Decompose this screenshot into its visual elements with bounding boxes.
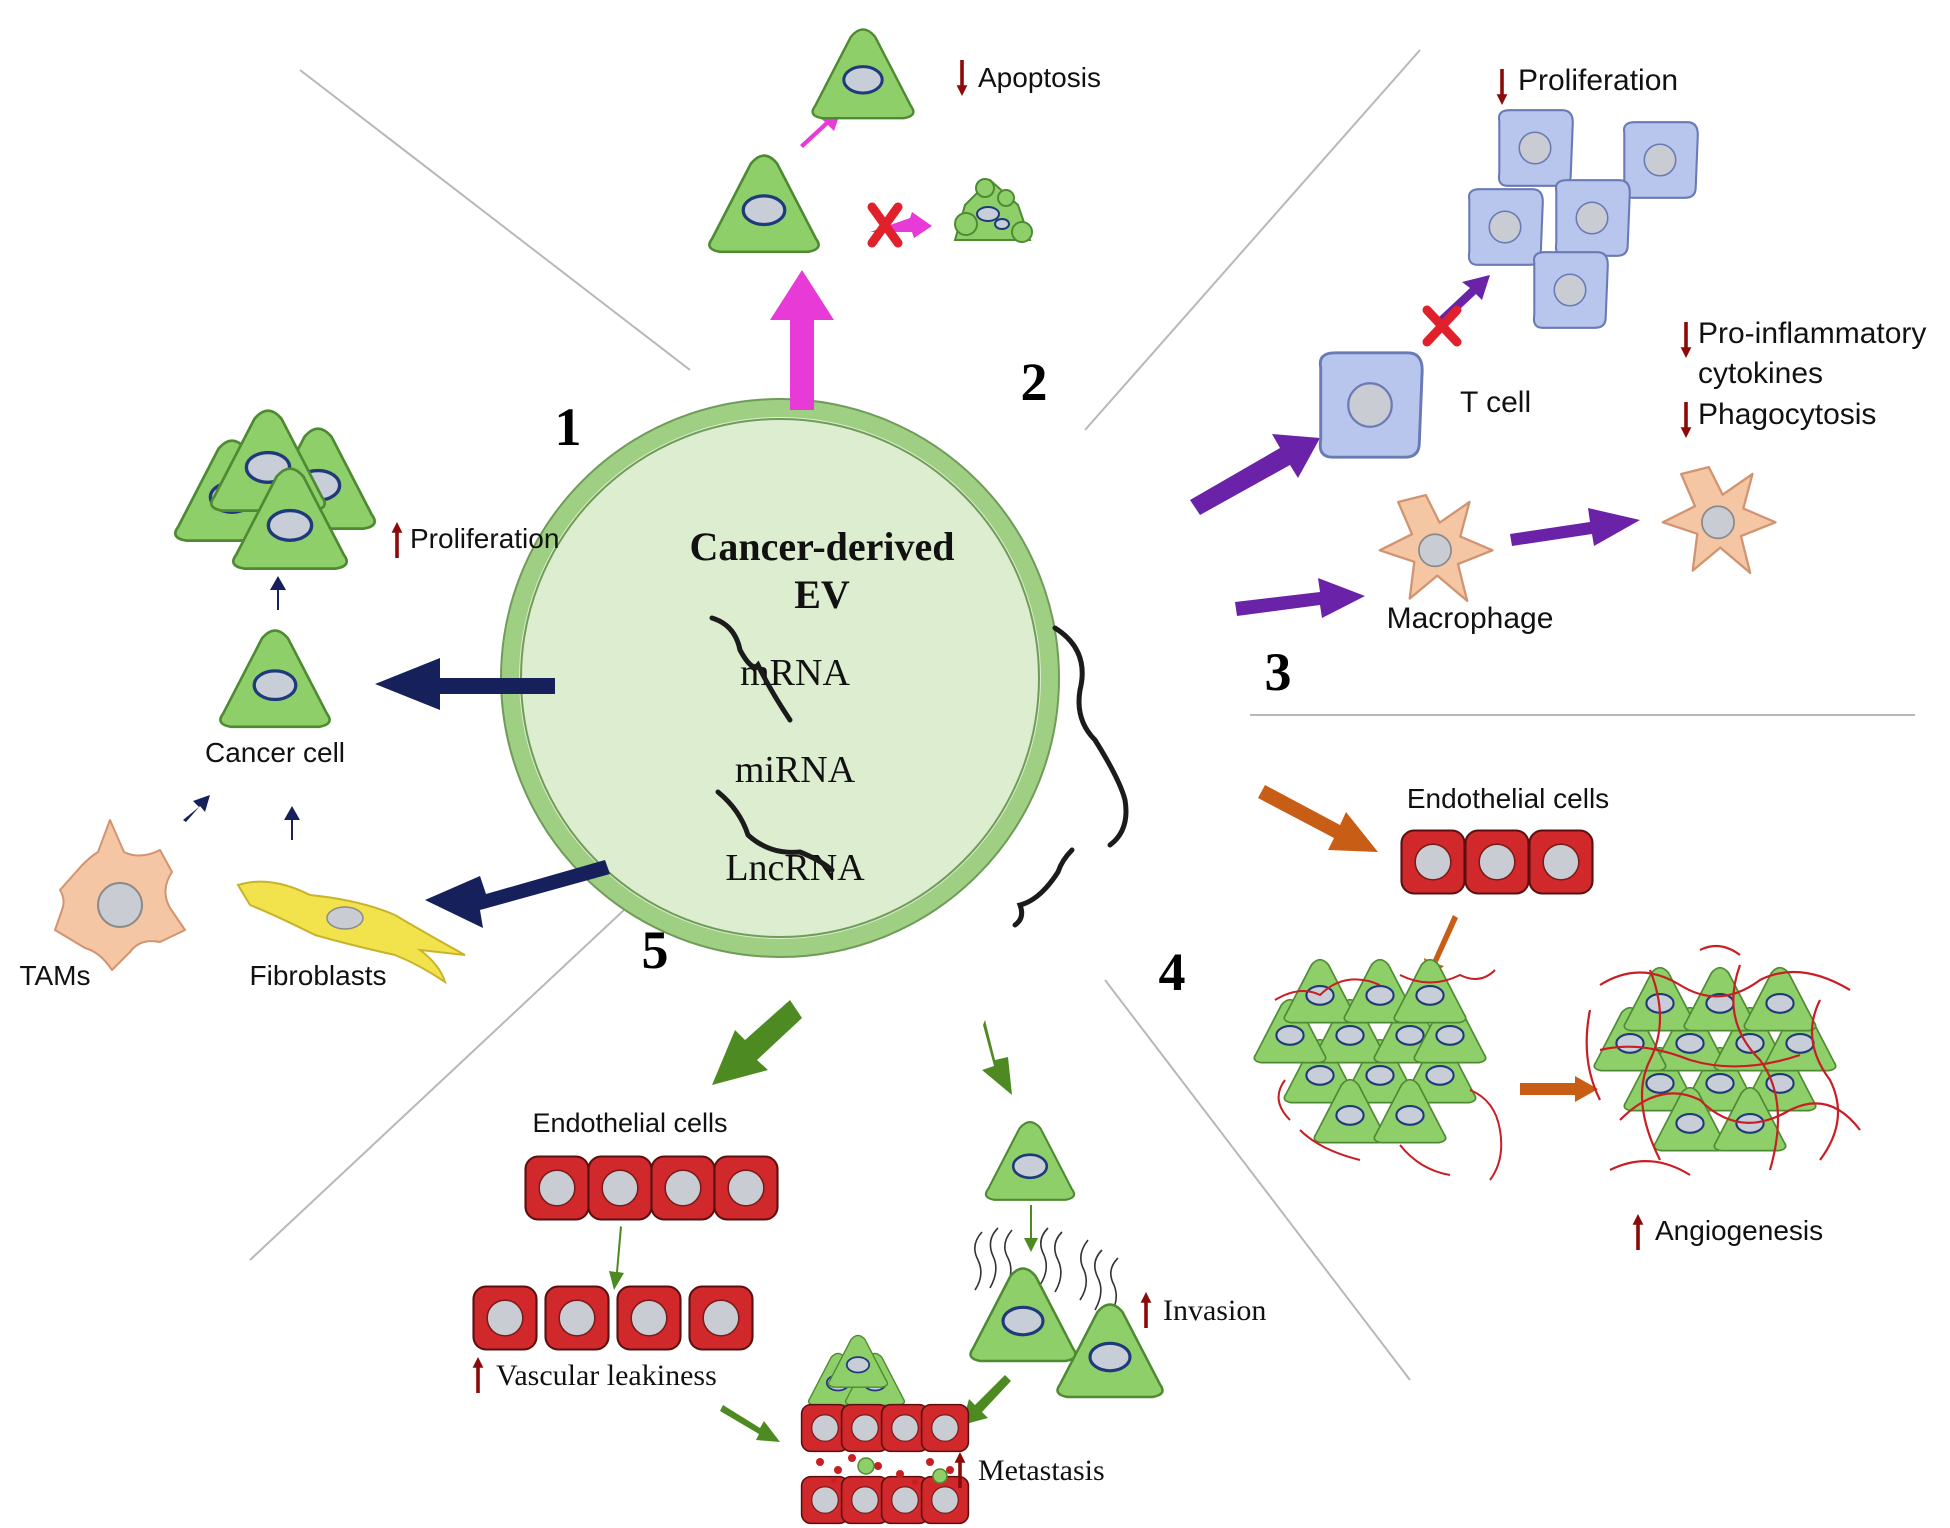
viable-cancer-cell [811,27,915,120]
tam-nucleus [97,882,143,928]
section-1: 1 Proliferation Cancer cell TAMs Fibrobl… [19,397,610,991]
cancer-cell-label: Cancer cell [205,737,345,768]
endothelial-cell-5d [713,1155,779,1221]
endothelial-label-4: Endothelial cells [1407,783,1609,814]
metastasis-site [800,1334,970,1525]
cytokines-down-indicator [1680,322,1692,358]
endothelial-label-5: Endothelial cells [532,1108,727,1138]
arrow-ev-to-endothelial [1258,785,1378,852]
tumor-mass-before [1253,958,1487,1144]
invasion-up-indicator [1140,1292,1152,1328]
proliferation-up-indicator [391,522,403,558]
t-cell-2 [1622,121,1699,199]
arrow-ev-to-macrophage [1235,578,1365,618]
cancer-cell [218,628,332,729]
section-3: 3 Proliferation T cell Pro-inflammatory … [1190,64,1926,702]
pro-inflammatory-label: Pro-inflammatory [1698,317,1926,350]
t-cell-3 [1467,188,1544,266]
cancer-derived-ev: Cancer-derived EV mRNA miRNA LncRNA [500,398,1129,958]
arrow-ev-to-stroma [425,860,610,928]
arrow-ev-to-endothelial-5 [712,1000,802,1085]
cancer-cell-up-arrow [270,576,286,610]
dense-vessels [1585,944,1861,1176]
apoptosis-down-indicator [956,60,968,96]
invasion-label: Invasion [1163,1294,1266,1327]
tcell-proliferation-down-indicator [1496,69,1508,105]
arrow-ev-to-cancer-cell [375,658,555,710]
t-cell-1 [1497,109,1574,187]
endothelial-cell-4c [1528,829,1594,895]
endothelial-cell-4a [1400,829,1466,895]
endothelial-cell-4b [1464,829,1530,895]
section-number-2: 2 [1021,352,1048,412]
ev-title-line2: EV [794,572,850,617]
fibroblast-cell [236,880,466,985]
ev-title-line1: Cancer-derived [689,524,954,569]
proliferation-label-1: Proliferation [410,523,559,554]
tams-label: TAMs [19,960,90,991]
endothelial-cell-5c [650,1155,716,1221]
t-cell-5 [1532,251,1609,329]
angiogenesis-up-indicator [1632,1214,1644,1250]
sparse-vessels [1274,969,1503,1181]
apoptosis-label: Apoptosis [978,62,1101,93]
mrna-label: mRNA [740,652,850,694]
arrow-invasion-to-metastasis [962,1375,1011,1425]
section-number-3: 3 [1265,642,1292,702]
section-number-4: 4 [1159,942,1186,1002]
tams-up-arrow [183,795,210,822]
phagocytosis-label: Phagocytosis [1698,398,1876,431]
rna-strands [709,615,1129,928]
t-cell [1318,351,1424,459]
fibroblast-nucleus [326,906,364,930]
t-cell-4 [1554,179,1631,257]
leaky-endothelial-cell-a [472,1285,538,1351]
cytokines-label: cytokines [1698,357,1823,390]
arrow-ev-to-survival [770,270,834,410]
macrophage-label: Macrophage [1387,602,1554,635]
tcell-proliferation-label: Proliferation [1518,64,1678,97]
invading-cancer-cell-top [984,1120,1076,1202]
arrow-leakiness-to-metastasis [720,1405,780,1442]
apoptotic-cell [953,178,1033,243]
angiogenesis-arrow [1520,1076,1598,1102]
fibroblasts-label: Fibroblasts [250,960,387,991]
mirna-label: miRNA [735,749,856,791]
tumor-mass-vascularized [1593,966,1837,1152]
phagocytosis-down-indicator [1680,402,1692,438]
metastasis-label: Metastasis [978,1454,1105,1487]
tcell-label: T cell [1460,386,1531,419]
section-4: 4 Endothelial cells [1159,783,1861,1250]
arrow-ev-to-invasion [982,1020,1012,1095]
fibroblasts-up-arrow [284,806,300,840]
leaky-endothelial-cell-d [688,1285,754,1351]
angiogenesis-label: Angiogenesis [1655,1215,1823,1246]
section-number-5: 5 [642,920,669,980]
endothelial-cell-5b [587,1155,653,1221]
leaky-endothelial-cell-b [544,1285,610,1351]
surviving-cancer-cell [707,153,821,254]
arrow-ev-to-tcell [1190,434,1320,515]
invasion-down-arrow [1024,1205,1038,1252]
endothelial-5-down-arrow [609,1226,624,1290]
endothelial-cell-5a [524,1155,590,1221]
section-5: 5 Endothelial cells Vascular leakiness [472,920,1266,1525]
divider-lines [249,49,1915,1381]
vascular-leakiness-up-indicator [472,1357,484,1393]
vascular-leakiness-label: Vascular leakiness [496,1359,717,1392]
leaky-endothelial-cell-c [616,1285,682,1351]
section-number-1: 1 [555,397,582,457]
section-2: 2 Apoptosis [707,27,1101,412]
macrophage-cell [1378,493,1494,603]
tcell-block-x [1422,305,1462,347]
apoptosis-block-x [867,202,903,248]
arrow-macrophage-polarization [1510,508,1640,546]
polarized-macrophage [1661,465,1777,575]
